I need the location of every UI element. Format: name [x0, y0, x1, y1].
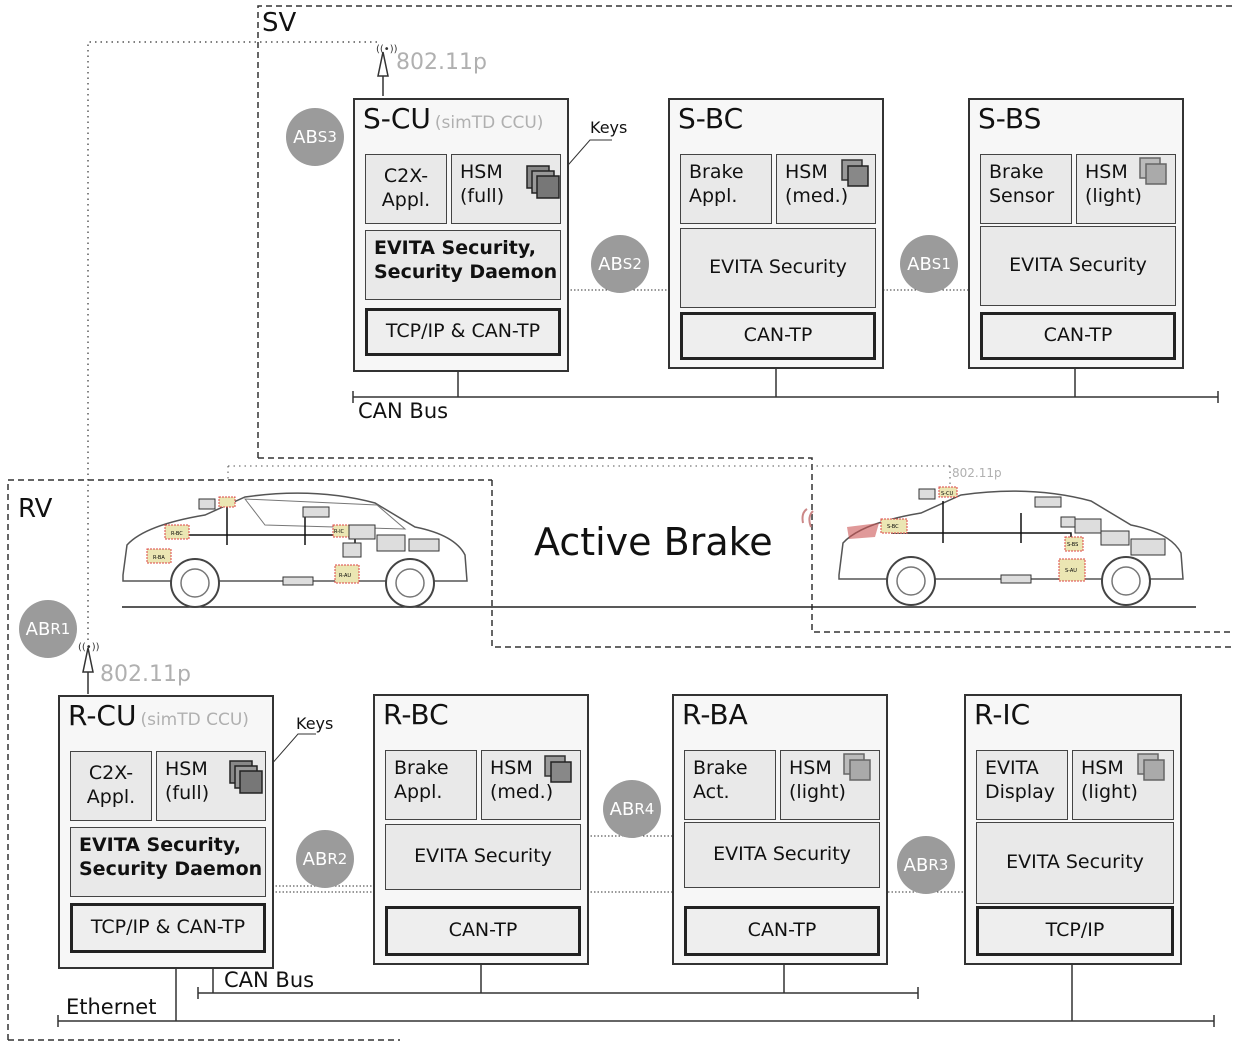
- ecu-s-cu: S-CU(simTD CCU) C2X- Appl. HSM (full) EV…: [353, 98, 569, 372]
- ecu-title: R-IC: [974, 698, 1031, 731]
- transport-box: TCP/IP & CAN-TP: [365, 308, 561, 356]
- brake-sensor-box: Brake Sensor: [980, 154, 1072, 224]
- evita-security-box: EVITA Security: [680, 228, 876, 308]
- hsm-keys-icon: [843, 753, 871, 781]
- transport-box: CAN-TP: [684, 906, 880, 956]
- brake-act-box: Brake Act.: [684, 750, 776, 820]
- ecu-s-bs: S-BS Brake Sensor HSM (light) EVITA Secu…: [968, 98, 1184, 369]
- transport-box: CAN-TP: [385, 906, 581, 956]
- evita-security-box: EVITA Security, Security Daemon: [365, 230, 561, 300]
- ecu-subtitle: (simTD CCU): [140, 710, 249, 730]
- c2x-appl-box: C2X- Appl.: [365, 154, 447, 224]
- evita-security-box: EVITA Security: [684, 822, 880, 888]
- ethernet-label: Ethernet: [66, 995, 157, 1019]
- car-label-r-ba: R-BA: [153, 555, 165, 561]
- ecu-title: S-CU(simTD CCU): [363, 102, 544, 135]
- hsm-keys-icon: [544, 755, 572, 783]
- can-bus-label-sender: CAN Bus: [358, 399, 449, 423]
- car-label-s-bs: S-BS: [1067, 542, 1078, 548]
- brake-appl-box: Brake Appl.: [385, 750, 477, 820]
- ecu-r-ba: R-BA Brake Act. HSM (light) EVITA Securi…: [672, 694, 888, 965]
- car-label-r-ic: R-IC: [334, 529, 345, 535]
- hsm-keys-icon: [841, 159, 869, 187]
- hsm-keys-icon: [1137, 753, 1165, 781]
- ecu-title: S-BS: [978, 102, 1042, 135]
- evita-security-box: EVITA Security: [385, 824, 581, 890]
- transport-box: TCP/IP & CAN-TP: [70, 903, 266, 953]
- ecu-r-cu: R-CU(simTD CCU) C2X- Appl. HSM (full) EV…: [58, 695, 274, 969]
- group-label-sv: SV: [262, 8, 297, 38]
- car-label-s-bc: S-BC: [887, 524, 899, 530]
- car-label-r-au: R-AU: [339, 573, 351, 579]
- evita-security-box: EVITA Security, Security Daemon: [70, 827, 266, 897]
- ecu-r-ic: R-IC EVITA Display HSM (light) EVITA Sec…: [964, 694, 1182, 965]
- transport-box: CAN-TP: [980, 312, 1176, 360]
- ecu-r-bc: R-BC Brake Appl. HSM (med.) EVITA Securi…: [373, 694, 589, 965]
- ecu-title: R-CU(simTD CCU): [68, 699, 249, 732]
- svg-text:((•)): ((•)): [78, 642, 100, 653]
- keys-label-sender: Keys: [590, 118, 628, 137]
- hsm-box: HSM (light): [1076, 154, 1176, 224]
- svg-text:((•)): ((•)): [376, 44, 398, 55]
- ecu-subtitle: (simTD CCU): [434, 113, 544, 133]
- sender-vehicle-illustration: S-CU S-BC S-BS S-AU: [801, 486, 1184, 606]
- car-label-s-cu: S-CU: [941, 491, 953, 497]
- c2x-appl-box: C2X- Appl.: [70, 751, 152, 821]
- hsm-keys-icon: [1139, 157, 1167, 185]
- receiver-vehicle-illustration: R-BC R-BA R-IC R-AU: [122, 492, 468, 608]
- evita-security-box: EVITA Security: [980, 226, 1176, 306]
- scenario-title: Active Brake: [534, 520, 773, 564]
- brake-appl-box: Brake Appl.: [680, 154, 772, 224]
- hsm-box: HSM (med.): [776, 154, 876, 224]
- ecu-title: R-BA: [682, 698, 748, 731]
- ecu-title: R-BC: [383, 698, 449, 731]
- transport-box: CAN-TP: [680, 312, 876, 360]
- hsm-keys-icon: [526, 165, 560, 199]
- hsm-keys-icon: [229, 760, 263, 794]
- keys-label-receiver: Keys: [296, 714, 334, 733]
- radio-label-car: 802.11p: [952, 466, 1002, 480]
- can-bus-label-receiver: CAN Bus: [224, 968, 315, 992]
- evita-display-box: EVITA Display: [976, 750, 1068, 820]
- evita-security-box: EVITA Security: [976, 822, 1174, 904]
- radio-label-receiver: 802.11p: [100, 662, 191, 687]
- group-label-rv: RV: [18, 494, 53, 524]
- car-label-s-au: S-AU: [1065, 568, 1077, 574]
- car-label-r-bc: R-BC: [171, 531, 183, 537]
- transport-box: TCP/IP: [976, 906, 1174, 956]
- radio-label-sender: 802.11p: [396, 50, 487, 75]
- ecu-s-bc: S-BC Brake Appl. HSM (med.) EVITA Securi…: [668, 98, 884, 369]
- ecu-title: S-BC: [678, 102, 744, 135]
